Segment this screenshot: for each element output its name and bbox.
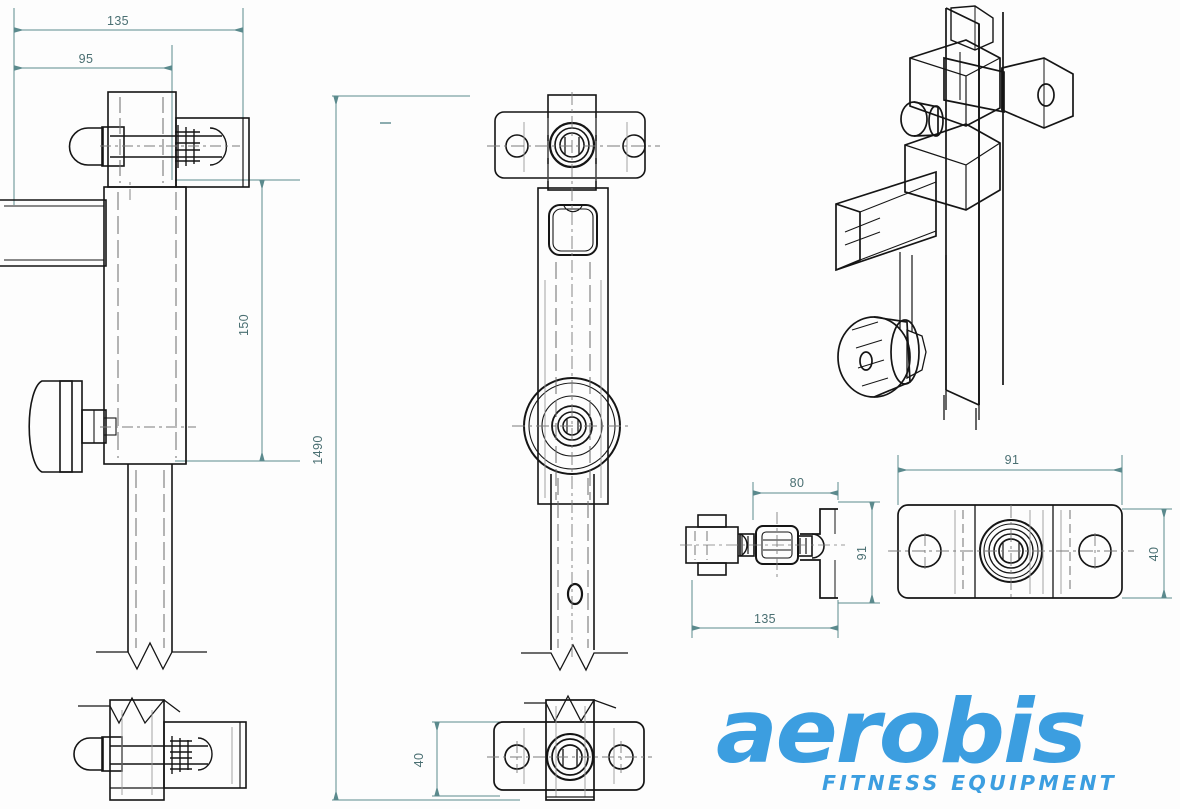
dim-label-80: 80 (790, 476, 805, 490)
view-isometric (835, 5, 1074, 430)
dimension-40-bottom (432, 721, 500, 797)
dimension-1490 (332, 95, 520, 801)
view-bottom-left (73, 696, 247, 801)
dimension-91-vertical (838, 501, 880, 604)
dimension-40-plate (1122, 508, 1172, 599)
view-plate-face (888, 504, 1134, 599)
aerobis-logo: aerobis FITNESS EQUIPMENT (716, 688, 1174, 803)
view-top-detail (680, 508, 845, 599)
logo-tagline-text: FITNESS EQUIPMENT (822, 771, 1118, 795)
view-front (487, 92, 660, 672)
view-left-side (0, 91, 250, 671)
dim-label-91-horizontal: 91 (1005, 453, 1020, 467)
dim-label-1490: 1490 (311, 435, 325, 464)
dimension-text-layer: 135 95 150 1490 40 80 135 91 91 40 (79, 14, 1161, 767)
dim-label-95-top: 95 (79, 52, 94, 66)
view-bottom-middle (487, 694, 652, 801)
logo-brand-text: aerobis (716, 680, 1087, 783)
dim-label-135-detail: 135 (754, 612, 776, 626)
dim-label-150: 150 (237, 314, 251, 336)
dimension-layer (13, 8, 1172, 801)
dim-label-135-top: 135 (107, 14, 129, 28)
dimension-91-horizontal (897, 455, 1123, 505)
dim-label-40-plate: 40 (1147, 547, 1161, 562)
dimension-135-detail (691, 580, 839, 638)
dim-label-40-bottom: 40 (412, 753, 426, 768)
dimension-150 (175, 179, 300, 462)
dimension-80 (752, 482, 839, 520)
dim-label-91-vertical: 91 (855, 546, 869, 561)
